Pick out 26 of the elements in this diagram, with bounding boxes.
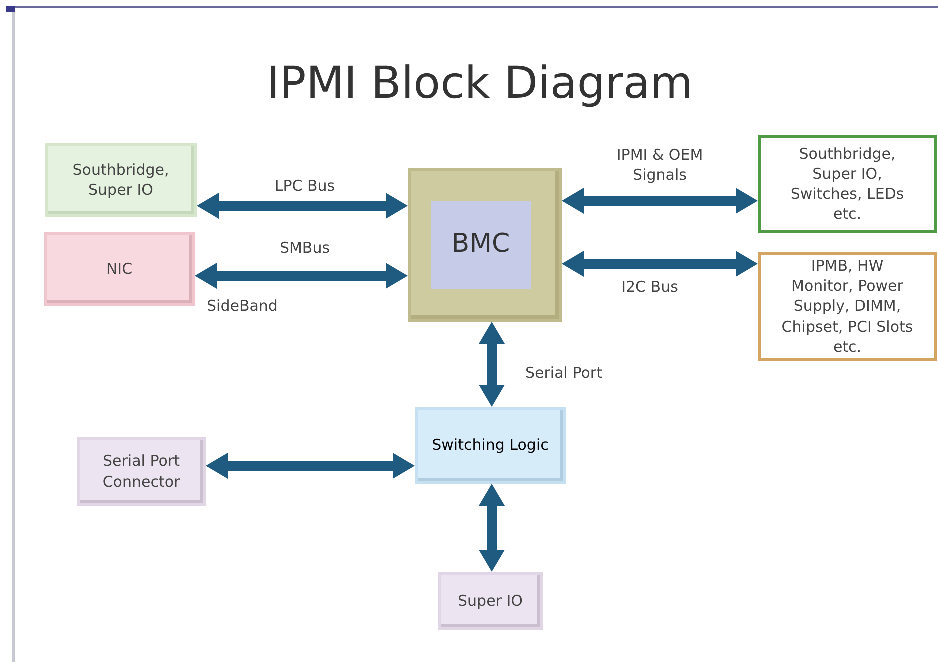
component-box [415, 407, 566, 484]
node-label: BMC [452, 228, 510, 262]
node-label: Southbridge, Super IO, Switches, LEDs etc. [790, 144, 906, 224]
node-label: Switching Logic [432, 435, 549, 456]
node-label: Serial Port Connector [102, 451, 182, 492]
component-box [77, 437, 206, 506]
component-box [44, 232, 195, 306]
component-box [758, 252, 937, 361]
double-arrow [479, 322, 505, 407]
bus-note: SideBand [207, 296, 278, 316]
double-arrow [562, 251, 758, 277]
chip-box [408, 168, 562, 322]
title: IPMI Block Diagram [266, 62, 694, 106]
node-label: Southbridge, Super IO [72, 160, 170, 200]
component-box [438, 572, 543, 630]
node-label: NIC [106, 258, 133, 280]
node-label: IPMB, HW Monitor, Power Supply, DIMM, Chipset, PCI Slots etc. [781, 256, 914, 358]
component-box [758, 135, 937, 233]
double-arrow [195, 263, 408, 289]
double-arrow [197, 193, 408, 219]
double-arrow [562, 188, 758, 214]
double-arrow [206, 453, 415, 479]
component-box [45, 143, 197, 217]
controller-box [431, 201, 531, 289]
double-arrow [479, 484, 505, 572]
node-label: Super IO [458, 590, 523, 612]
